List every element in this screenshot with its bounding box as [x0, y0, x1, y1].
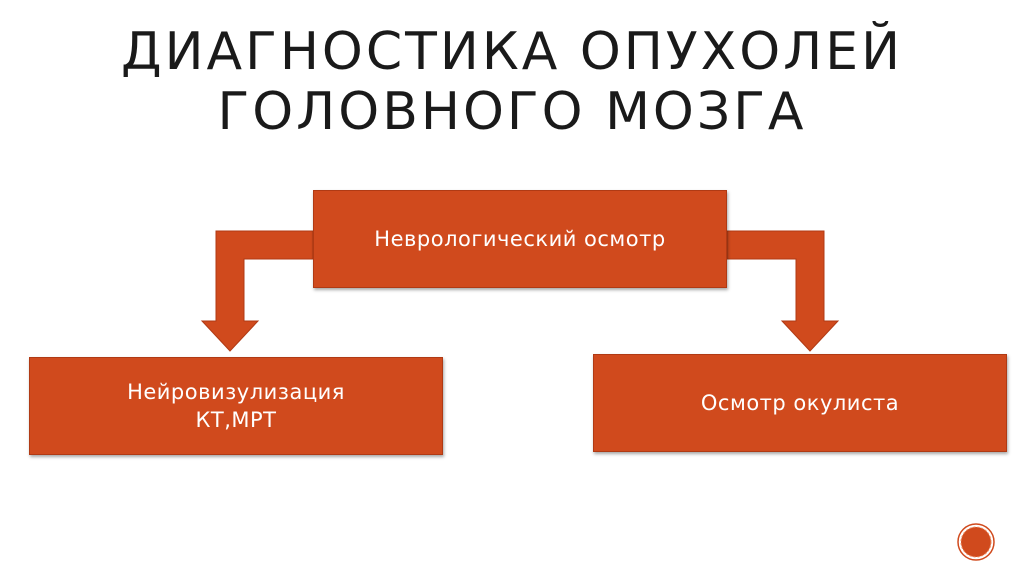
slide-nav-circle-icon[interactable]	[956, 522, 996, 562]
arrow-right	[726, 230, 840, 352]
node-neurological-exam-label: Неврологический осмотр	[374, 227, 666, 251]
page-title: ДИАГНОСТИКА ОПУХОЛЕЙ ГОЛОВНОГО МОЗГА	[0, 22, 1024, 142]
node-neuroimaging-label-1: Нейровизулизация	[127, 380, 345, 404]
arrow-left	[200, 230, 314, 352]
title-line-2: ГОЛОВНОГО МОЗГА	[217, 82, 807, 142]
node-neuroimaging: Нейровизулизация КТ,МРТ	[29, 357, 443, 455]
node-ophthalmologist-exam-label: Осмотр окулиста	[700, 391, 900, 415]
node-neurological-exam: Неврологический осмотр	[313, 190, 727, 288]
node-ophthalmologist-exam: Осмотр окулиста	[593, 354, 1007, 452]
title-line-1: ДИАГНОСТИКА ОПУХОЛЕЙ	[121, 22, 903, 82]
node-neuroimaging-label-2: КТ,МРТ	[195, 408, 277, 432]
